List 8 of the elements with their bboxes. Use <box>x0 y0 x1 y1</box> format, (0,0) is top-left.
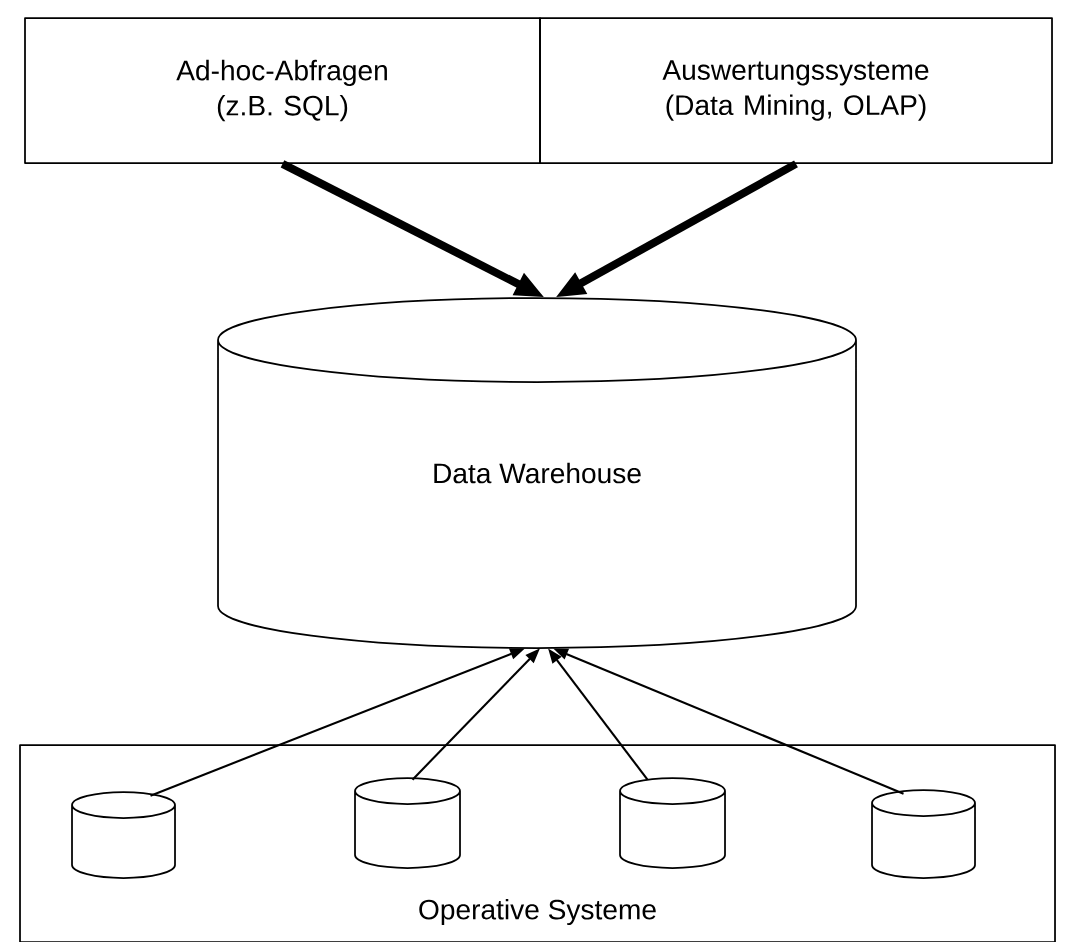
query-box: Ad-hoc-Abfragen (z.B. SQL) <box>24 17 541 164</box>
database-icon <box>71 791 176 879</box>
database-icon <box>354 777 461 869</box>
database-cylinder: Data Warehouse <box>217 297 857 649</box>
database-icon <box>619 777 726 869</box>
query-box: Auswertungssysteme (Data Mining, OLAP) <box>539 17 1053 164</box>
system-band: Operative Systeme <box>19 744 1056 942</box>
database-icon <box>871 789 976 879</box>
